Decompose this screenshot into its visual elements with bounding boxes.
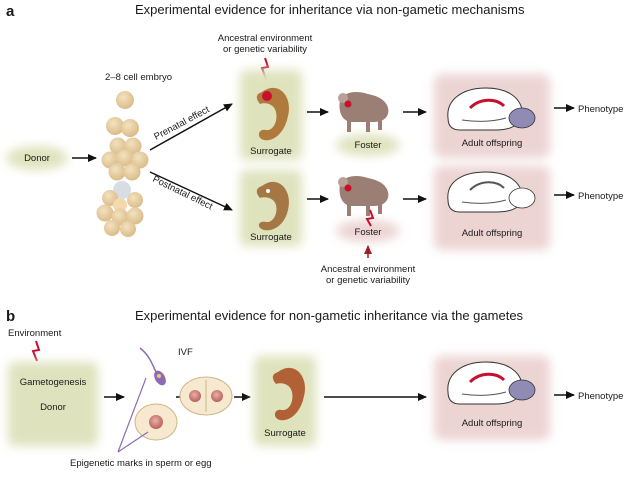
fetus-bottom-icon bbox=[256, 181, 289, 231]
lightning-bottom-icon bbox=[365, 209, 375, 227]
surrogate-bottom-label: Surrogate bbox=[250, 232, 292, 243]
gametogenesis-label: Gametogenesis bbox=[20, 377, 87, 388]
donor-oval bbox=[6, 146, 68, 170]
postnatal-arrow bbox=[149, 171, 233, 211]
surrogate-top-box bbox=[240, 70, 302, 160]
brain-bottom-icon bbox=[447, 171, 536, 213]
prenatal-label: Prenatal effect bbox=[152, 104, 211, 143]
lightning-environment-icon bbox=[31, 340, 41, 362]
surrogate-top-label: Surrogate bbox=[250, 146, 292, 157]
gametogenesis-box bbox=[8, 362, 98, 446]
two-cell-embryo-icon bbox=[106, 117, 139, 137]
ivf-label: IVF bbox=[178, 347, 193, 358]
postnatal-label: Postnatal effect bbox=[151, 174, 215, 213]
ancestral-bottom-line2: or genetic variability bbox=[326, 275, 410, 286]
epigenetic-label: Epigenetic marks in sperm or egg bbox=[70, 458, 212, 469]
surrogate-b-label: Surrogate bbox=[264, 428, 306, 439]
egg-icon bbox=[134, 403, 178, 441]
adult-bottom-label: Adult offspring bbox=[462, 228, 523, 239]
single-embryo-icon bbox=[116, 91, 134, 109]
embryo-label: 2–8 cell embryo bbox=[105, 72, 172, 83]
eight-cell-embryo-icon bbox=[101, 137, 149, 181]
ancestral-top-line2: or genetic variability bbox=[223, 44, 307, 55]
pointer-to-egg bbox=[117, 431, 149, 453]
sperm-icon bbox=[139, 347, 166, 386]
prenatal-arrow bbox=[149, 103, 233, 151]
panel-b-letter: b bbox=[6, 308, 15, 325]
mouse-top-icon bbox=[338, 92, 389, 132]
foster-top-oval bbox=[336, 134, 400, 156]
surrogate-bottom-box bbox=[240, 170, 302, 246]
two-cell-b-icon bbox=[179, 376, 233, 416]
phenotype-bottom-label: Phenotype bbox=[578, 191, 623, 202]
ancestral-bottom-line1: Ancestral environment bbox=[321, 264, 416, 275]
adult-top-label: Adult offspring bbox=[462, 138, 523, 149]
foster-bottom-label: Foster bbox=[355, 227, 382, 238]
panel-b-title: Experimental evidence for non-gametic in… bbox=[135, 308, 524, 323]
brain-top-icon bbox=[447, 87, 536, 131]
donor-b-label: Donor bbox=[40, 402, 66, 413]
brain-b-icon bbox=[447, 361, 536, 405]
adult-b-label: Adult offspring bbox=[462, 418, 523, 429]
panel-a-letter: a bbox=[6, 3, 15, 20]
ancestral-top-line1: Ancestral environment bbox=[218, 33, 313, 44]
pointer-to-sperm bbox=[117, 377, 147, 453]
environment-label: Environment bbox=[8, 328, 62, 339]
foster-bottom-oval bbox=[336, 220, 400, 242]
mouse-bottom-icon bbox=[338, 176, 389, 216]
fetus-top-icon bbox=[256, 87, 289, 141]
blastocyst-embryo-icon bbox=[96, 181, 144, 237]
foster-top-label: Foster bbox=[355, 140, 382, 151]
donor-label: Donor bbox=[24, 153, 50, 164]
phenotype-top-label: Phenotype bbox=[578, 104, 623, 115]
fetus-b-icon bbox=[272, 367, 305, 421]
panel-a-title: Experimental evidence for inheritance vi… bbox=[135, 2, 525, 17]
phenotype-b-label: Phenotype bbox=[578, 391, 623, 402]
